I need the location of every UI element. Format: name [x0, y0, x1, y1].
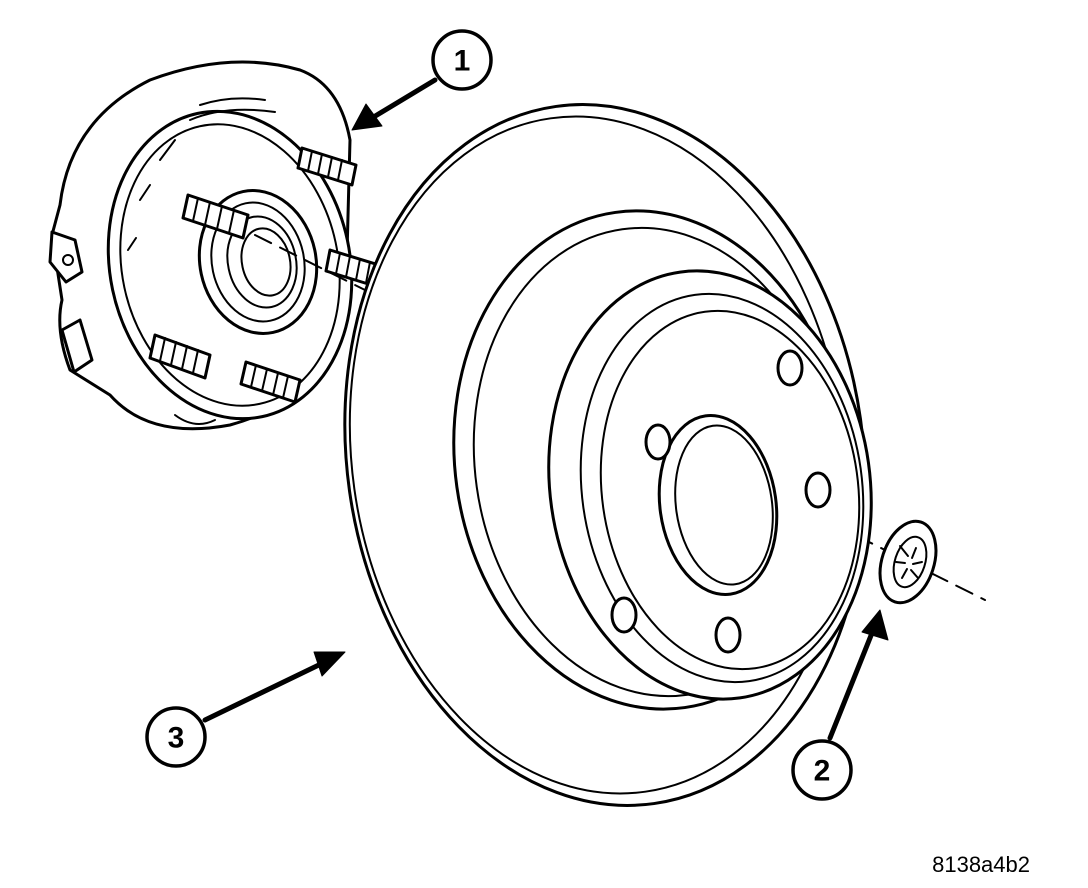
brake-rotor	[343, 103, 873, 807]
lug-hole	[776, 349, 804, 387]
wheel-stud	[239, 360, 302, 404]
lug-hole	[610, 596, 638, 634]
wheel-stud	[181, 193, 250, 240]
lug-hole	[714, 616, 742, 654]
callout-1: 1	[351, 29, 493, 131]
wheel-stud	[148, 333, 212, 380]
callout-2-label: 2	[814, 755, 831, 788]
figure-reference-code: 8138a4b2	[932, 852, 1030, 877]
wheel-stud	[296, 146, 358, 187]
hub-bearing-assembly	[48, 60, 384, 431]
callout-3: 3	[145, 651, 346, 768]
callout-2: 2	[791, 609, 889, 801]
callout-3-label: 3	[168, 722, 185, 755]
lug-hole	[804, 471, 832, 509]
retainer-clip	[878, 519, 938, 605]
callout-1-label: 1	[454, 45, 471, 78]
lug-hole	[644, 423, 672, 461]
